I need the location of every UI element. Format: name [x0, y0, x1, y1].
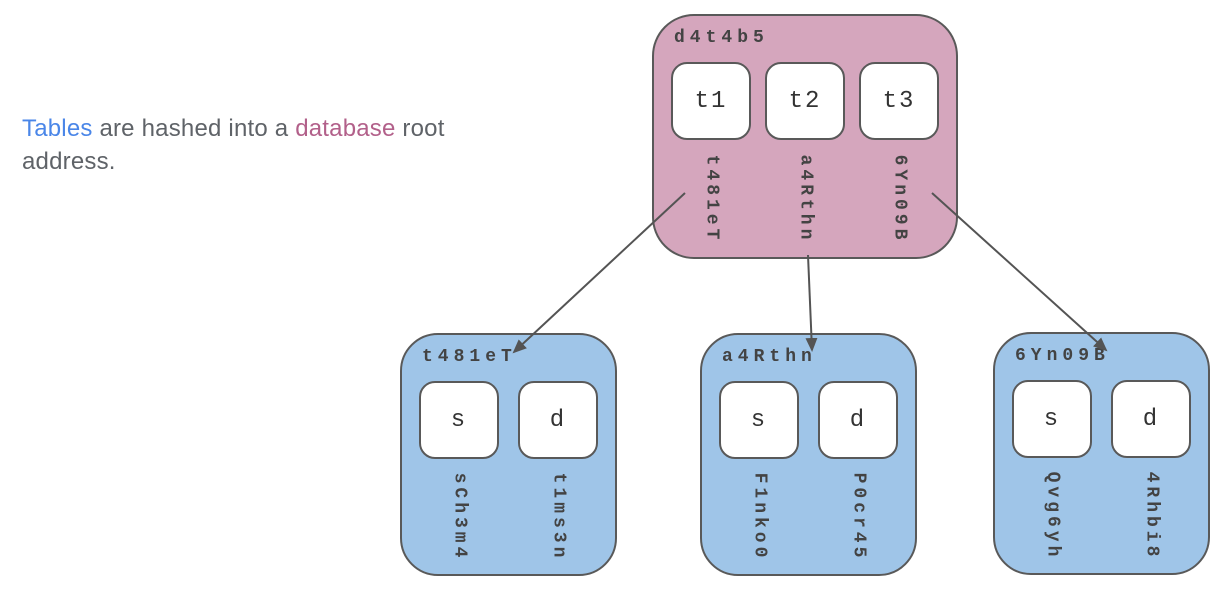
root-hash-t1: t481eT: [701, 154, 721, 243]
root-cell-t1: t1: [671, 62, 751, 140]
database-root-node: d4t4b5 t1 t2 t3 t481eT a4Rthn 6Yn09B: [652, 14, 958, 259]
table-2-hashes-row: F1nko0 P0cr45: [719, 459, 898, 574]
table-3-cell-d: d: [1111, 380, 1191, 458]
table-2-cells-row: s d: [719, 381, 898, 459]
table-3-cell-s-label: s: [1043, 405, 1061, 433]
table-2-hash-s: F1nko0: [749, 472, 769, 561]
table-2-hash-d: P0cr45: [848, 472, 868, 561]
root-hash-t3: 6Yn09B: [889, 154, 909, 243]
table-3-hash-slot-s: Qvg6yh: [1012, 458, 1092, 573]
table-2-hash-slot-d: P0cr45: [818, 459, 898, 574]
table-3-hash-d: 4Rhbi8: [1141, 471, 1161, 560]
table-2-cell-d: d: [818, 381, 898, 459]
table-1-cell-s: s: [419, 381, 499, 459]
table-node-6Yn09B: 6Yn09B s d Qvg6yh 4Rhbi8: [993, 332, 1210, 575]
root-cell-t1-label: t1: [694, 87, 728, 115]
caption-text-1: are hashed into a: [92, 115, 296, 142]
table-1-cell-d: d: [518, 381, 598, 459]
table-1-label: t481eT: [422, 347, 517, 367]
root-hash-slot-1: t481eT: [671, 140, 751, 257]
table-1-hash-s: sCh3m4: [449, 472, 469, 561]
root-cell-t2-label: t2: [788, 87, 822, 115]
table-3-cell-s: s: [1012, 380, 1092, 458]
table-3-cells-row: s d: [1012, 380, 1191, 458]
root-cell-t3: t3: [859, 62, 939, 140]
root-hash-slot-3: 6Yn09B: [859, 140, 939, 257]
caption-word-tables: Tables: [22, 115, 93, 142]
table-2-hash-slot-s: F1nko0: [719, 459, 799, 574]
root-hash-slot-2: a4Rthn: [765, 140, 845, 257]
table-3-hash-slot-d: 4Rhbi8: [1111, 458, 1191, 573]
table-2-cell-d-label: d: [849, 406, 867, 434]
table-3-label: 6Yn09B: [1015, 346, 1110, 366]
arrow-root-to-6Yn09B: [931, 192, 1108, 352]
table-1-hash-slot-s: sCh3m4: [419, 459, 499, 574]
caption: Tables are hashed into a database root a…: [22, 112, 522, 178]
table-1-cells-row: s d: [419, 381, 598, 459]
table-1-hash-slot-d: t1ms3n: [518, 459, 598, 574]
root-hash-t2: a4Rthn: [795, 154, 815, 243]
root-cell-t2: t2: [765, 62, 845, 140]
caption-text-2: root address.: [22, 115, 445, 175]
table-1-hash-d: t1ms3n: [548, 472, 568, 561]
table-node-a4Rthn: a4Rthn s d F1nko0 P0cr45: [700, 333, 917, 576]
table-2-label: a4Rthn: [722, 347, 817, 367]
table-2-cell-s-label: s: [750, 406, 768, 434]
root-node-label: d4t4b5: [674, 28, 769, 48]
root-cells-row: t1 t2 t3: [671, 62, 939, 140]
table-3-hashes-row: Qvg6yh 4Rhbi8: [1012, 458, 1191, 573]
root-cell-t3-label: t3: [882, 87, 916, 115]
caption-word-database: database: [295, 115, 396, 142]
table-1-cell-s-label: s: [450, 406, 468, 434]
table-node-t481eT: t481eT s d sCh3m4 t1ms3n: [400, 333, 617, 576]
table-3-cell-d-label: d: [1142, 405, 1160, 433]
table-1-hashes-row: sCh3m4 t1ms3n: [419, 459, 598, 574]
root-hashes-row: t481eT a4Rthn 6Yn09B: [671, 140, 939, 257]
table-3-hash-s: Qvg6yh: [1042, 471, 1062, 560]
table-1-cell-d-label: d: [549, 406, 567, 434]
table-2-cell-s: s: [719, 381, 799, 459]
